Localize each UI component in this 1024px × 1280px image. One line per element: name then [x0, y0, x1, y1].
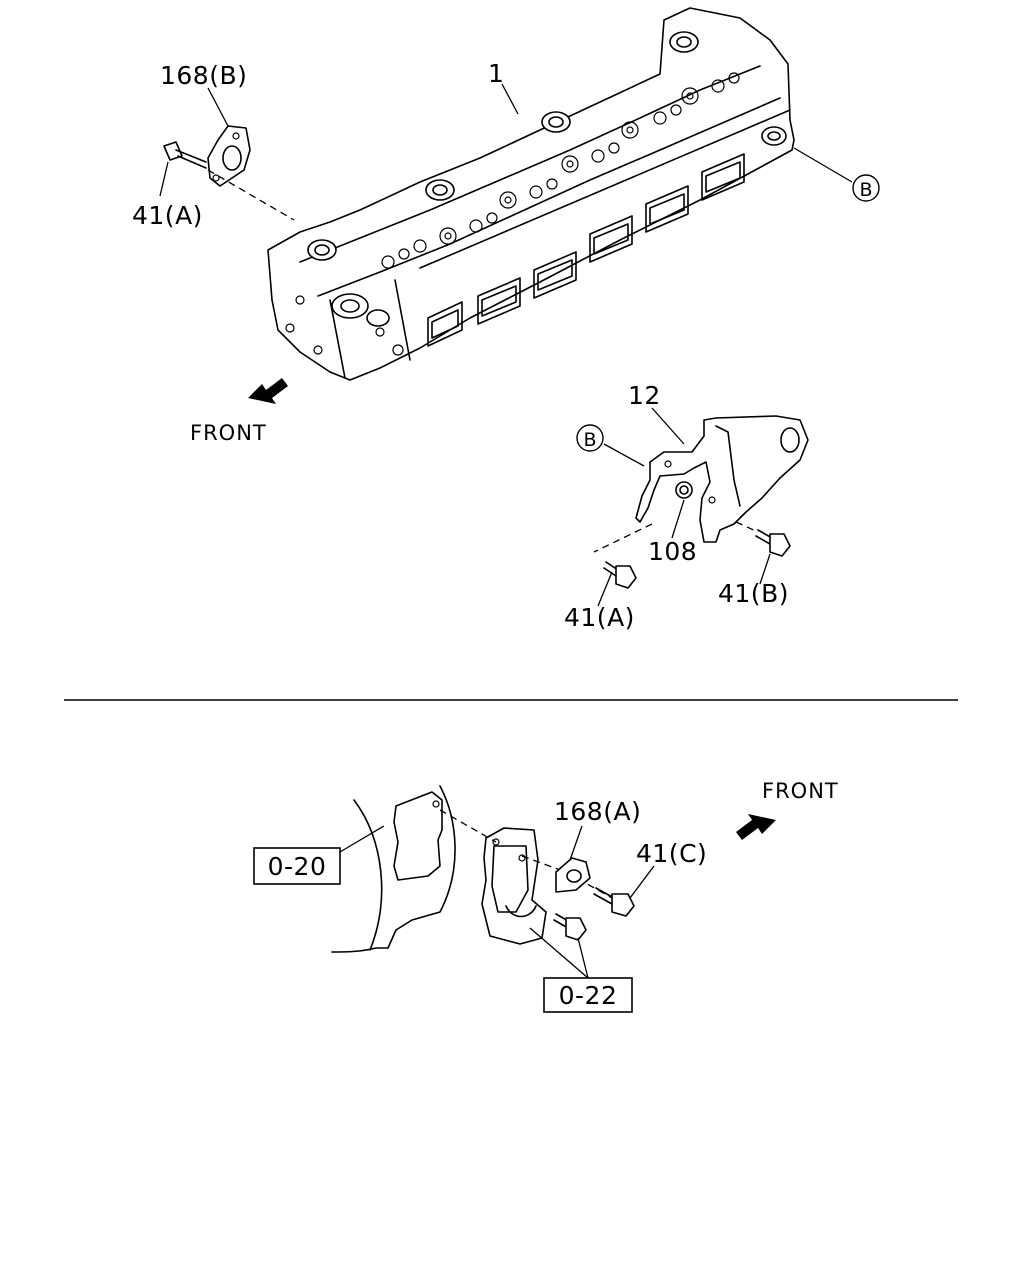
- ref-b-top-letter: B: [859, 179, 872, 201]
- mounting-pad: [393, 791, 443, 881]
- bracket-to-gasket-dash: [521, 855, 613, 899]
- leader-168a: [569, 825, 583, 861]
- leader-12: [651, 407, 685, 445]
- leader-168b: [207, 87, 229, 127]
- ref-box-020: 0-20: [253, 847, 341, 885]
- engine-mount-bracket: [481, 827, 547, 945]
- leader-022-b: [577, 937, 589, 979]
- front-arrow-lower: [736, 814, 776, 840]
- label-part-1: 1: [488, 59, 504, 88]
- label-168a: 168(A): [554, 797, 641, 826]
- front-label-lower: FRONT: [762, 779, 839, 803]
- ref-b-bracket: B: [576, 424, 604, 452]
- bracket-12: [635, 415, 809, 543]
- leader-108: [671, 499, 685, 539]
- cam-journals: [307, 31, 787, 327]
- label-168b: 168(B): [160, 61, 247, 90]
- bolt-41b-dash: [735, 521, 759, 533]
- bolt-41a-top: [163, 141, 207, 169]
- ref-b-bracket-letter: B: [583, 429, 596, 451]
- bolt-41a-bracket: [603, 561, 637, 589]
- ref-b-top: B: [852, 174, 880, 202]
- intake-ports: [427, 153, 745, 347]
- leader-41b: [759, 553, 771, 585]
- leader-022-a: [529, 927, 589, 979]
- bolt-41b: [755, 529, 791, 557]
- label-41b: 41(B): [718, 579, 789, 608]
- label-41c: 41(C): [636, 839, 707, 868]
- engine-block-partial: [331, 785, 456, 953]
- label-41a-bracket: 41(A): [564, 603, 635, 632]
- gasket-168b: [207, 125, 251, 187]
- bracket-bolt-dash: [593, 523, 653, 553]
- pad-to-bracket-dash: [439, 809, 497, 843]
- ref-box-022: 0-22: [543, 977, 633, 1013]
- leader-b-top: [793, 147, 853, 183]
- bolt-41c: [593, 887, 635, 917]
- label-108: 108: [648, 537, 697, 566]
- bolt-axis-dash: [207, 169, 295, 221]
- flange-holes: [285, 295, 404, 356]
- leader-41a-bracket: [597, 571, 613, 607]
- bolt-022: [553, 913, 587, 941]
- leader-41a-top: [159, 161, 169, 197]
- ref-020-text: 0-20: [268, 852, 327, 881]
- ref-022-text: 0-22: [559, 981, 618, 1010]
- cylinder-head-drawing: [267, 7, 795, 381]
- leader-1: [501, 83, 519, 115]
- label-part-12: 12: [628, 381, 661, 410]
- front-arrow-upper: [248, 378, 288, 404]
- leader-41c: [629, 865, 655, 899]
- gasket-168a: [555, 857, 591, 893]
- leader-b-bracket: [603, 443, 645, 467]
- front-label-upper: FRONT: [190, 421, 267, 445]
- deck-bores: [381, 72, 740, 269]
- label-41a-top: 41(A): [132, 201, 203, 230]
- leader-020: [339, 825, 385, 853]
